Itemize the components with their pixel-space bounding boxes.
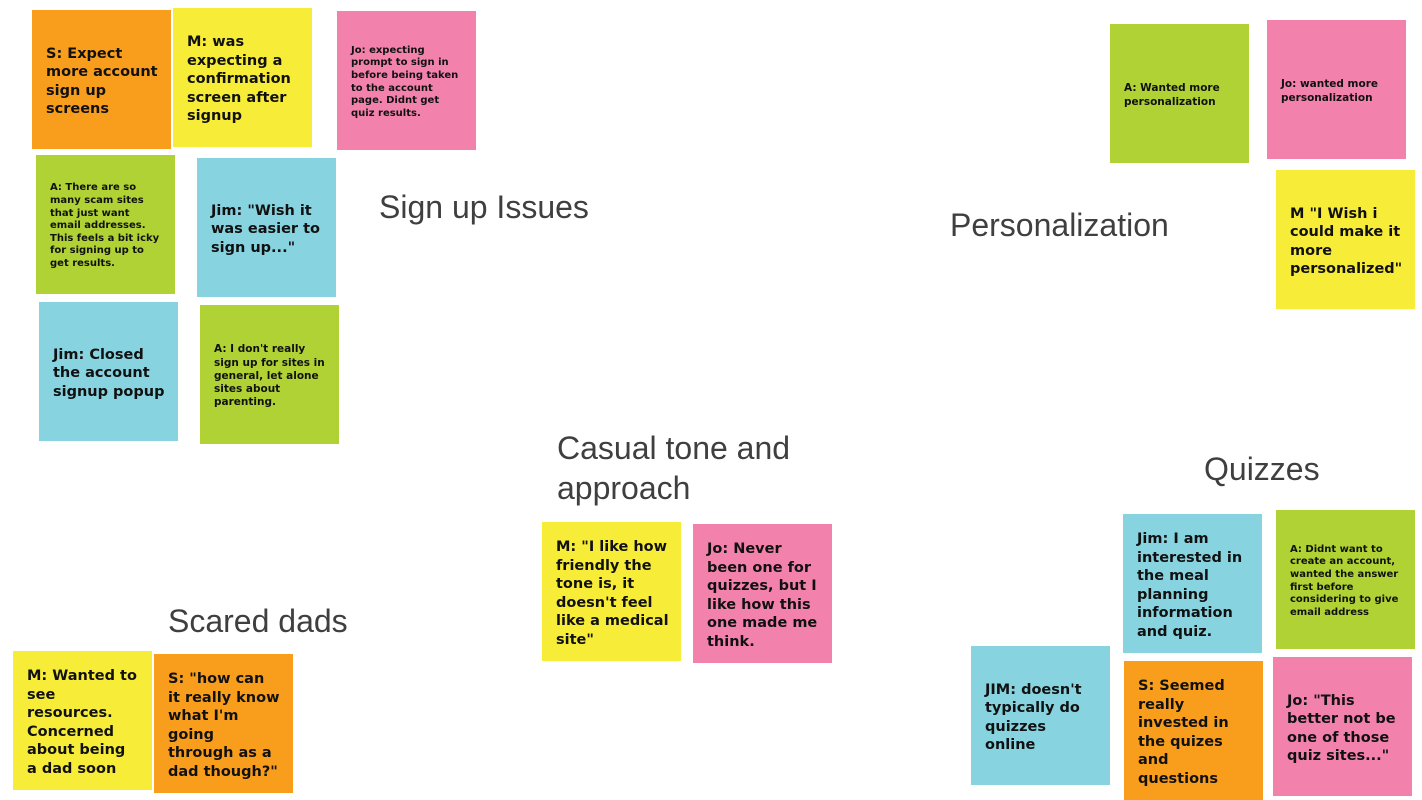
heading-sign-up-issues: Sign up Issues [379,189,589,225]
sticky-note[interactable]: M: Wanted to see resources. Concerned ab… [13,651,152,790]
sticky-note[interactable]: Jo: wanted more personalization [1267,20,1406,159]
sticky-note-text: S: Seemed really invested in the quizes … [1138,678,1229,787]
sticky-note[interactable]: Jo: expecting prompt to sign in before b… [337,11,476,150]
heading-casual-tone-line2: approach [557,470,691,506]
sticky-note-text: Jo: expecting prompt to sign in before b… [351,44,459,119]
sticky-note[interactable]: A: I don't really sign up for sites in g… [200,305,339,444]
heading-scared-dads: Scared dads [168,603,348,639]
sticky-note-text: Jim: "Wish it was easier to sign up..." [211,202,321,256]
sticky-note-text: A: Wanted more personalization [1124,82,1220,108]
sticky-note[interactable]: Jim: Closed the account signup popup [39,302,178,441]
sticky-note-text: A: Didnt want to create an account, want… [1290,543,1399,618]
heading-casual-tone: Casual tone and approach [557,428,790,508]
sticky-note[interactable]: A: Didnt want to create an account, want… [1276,510,1415,649]
heading-casual-tone-line1: Casual tone and [557,430,791,466]
sticky-note-text: M: "I like how friendly the tone is, it … [556,539,669,648]
sticky-note[interactable]: S: "how can it really know what I'm goin… [154,654,293,793]
sticky-note-text: JIM: doesn't typically do quizzes online [985,681,1082,754]
sticky-note[interactable]: A: There are so many scam sites that jus… [36,155,175,294]
sticky-note[interactable]: S: Seemed really invested in the quizes … [1124,661,1263,800]
heading-quizzes: Quizzes [1204,451,1320,487]
sticky-note[interactable]: M "I Wish i could make it more personali… [1276,170,1415,309]
sticky-note-text: M: Wanted to see resources. Concerned ab… [27,668,137,777]
sticky-note-text: Jim: I am interested in the meal plannin… [1137,531,1243,640]
sticky-note[interactable]: A: Wanted more personalization [1110,24,1249,163]
sticky-note-text: Jo: Never been one for quizzes, but I li… [707,541,818,650]
sticky-note[interactable]: Jim: "Wish it was easier to sign up..." [197,158,336,297]
sticky-note-text: Jo: wanted more personalization [1281,78,1379,104]
sticky-note-text: S: "how can it really know what I'm goin… [168,671,280,780]
sticky-note[interactable]: JIM: doesn't typically do quizzes online [971,646,1110,785]
sticky-note[interactable]: Jo: "This better not be one of those qui… [1273,657,1412,796]
sticky-note[interactable]: Jim: I am interested in the meal plannin… [1123,514,1262,653]
sticky-note[interactable]: S: Expect more account sign up screens [32,10,171,149]
sticky-note-text: M "I Wish i could make it more personali… [1290,205,1403,278]
sticky-note-text: Jim: Closed the account signup popup [53,346,165,400]
sticky-note-text: Jo: "This better not be one of those qui… [1287,692,1396,765]
sticky-note[interactable]: M: "I like how friendly the tone is, it … [542,522,681,661]
sticky-note-text: A: There are so many scam sites that jus… [50,182,160,269]
sticky-note-text: A: I don't really sign up for sites in g… [214,343,325,409]
heading-personalization: Personalization [950,207,1169,243]
sticky-note-text: S: Expect more account sign up screens [46,45,158,118]
sticky-note-text: M: was expecting a confirmation screen a… [187,34,291,125]
sticky-note[interactable]: M: was expecting a confirmation screen a… [173,8,312,147]
sticky-note[interactable]: Jo: Never been one for quizzes, but I li… [693,524,832,663]
